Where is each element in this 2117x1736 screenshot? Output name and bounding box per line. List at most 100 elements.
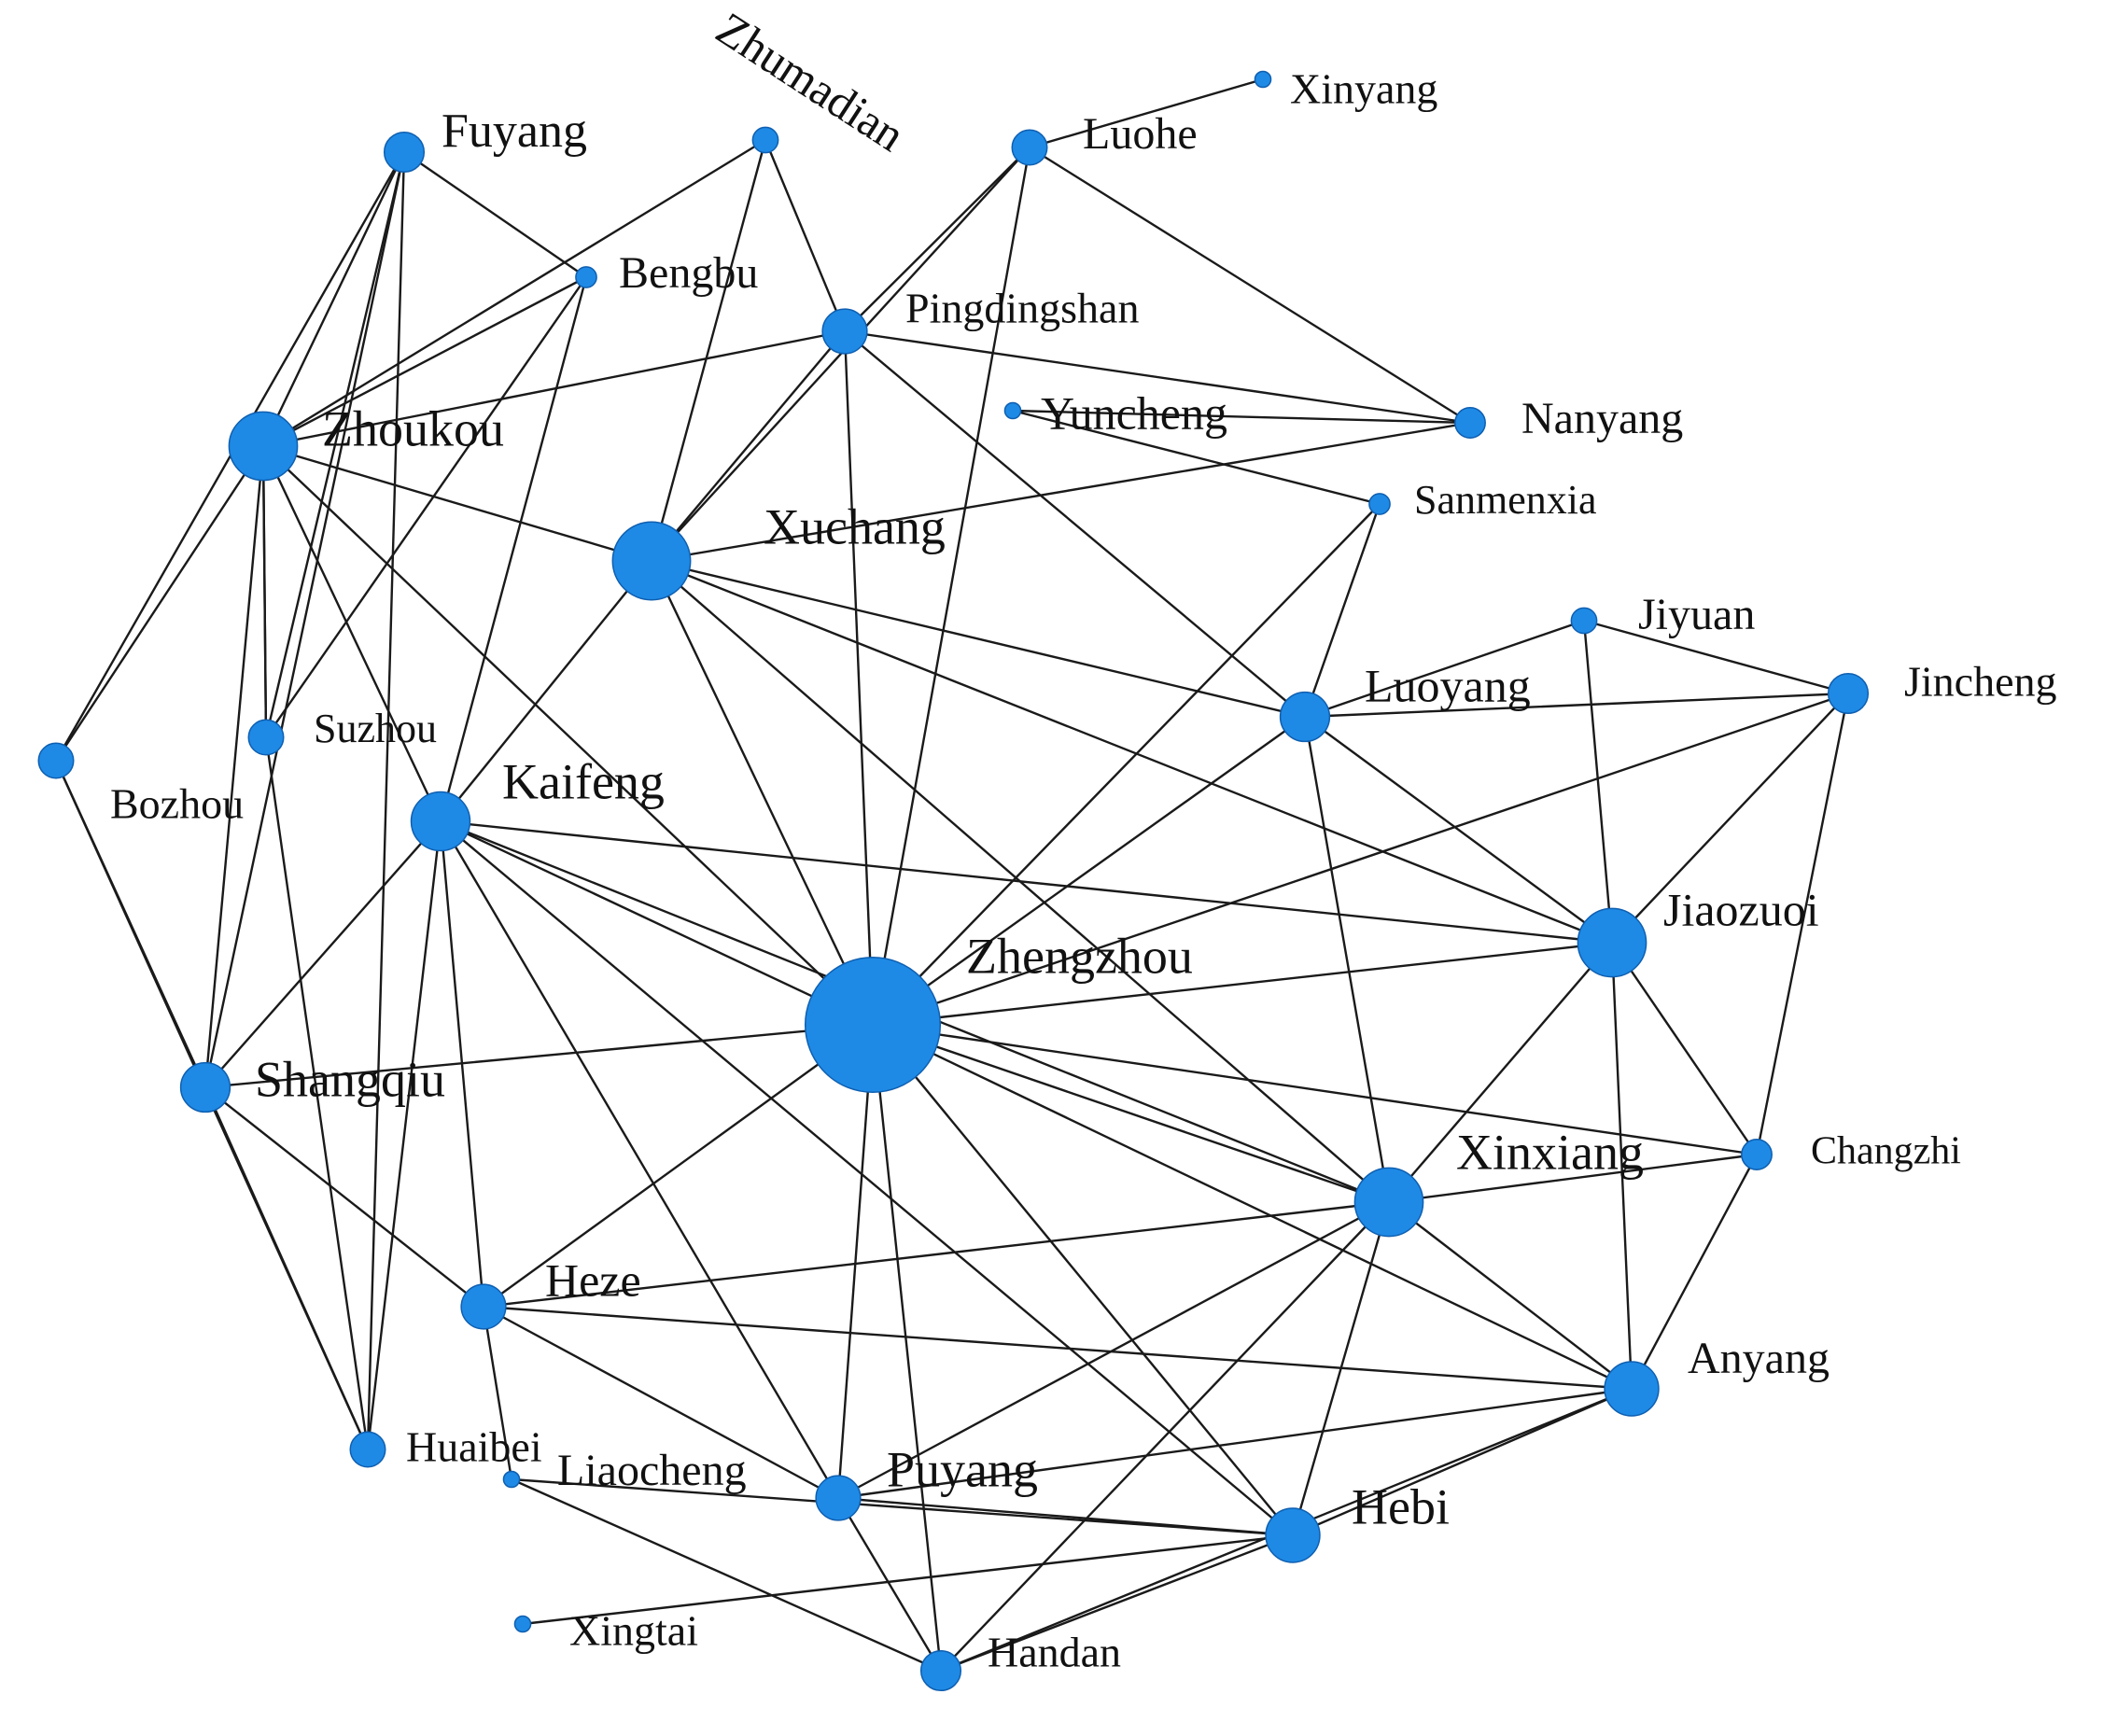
- node-pingdingshan: [821, 308, 868, 355]
- edge-xinxiang-jiaozuo: [1387, 941, 1614, 1204]
- label-hebi: Hebi: [1352, 1478, 1450, 1534]
- edge-kaifeng-heze: [439, 819, 485, 1309]
- label-bozhou: Bozhou: [110, 780, 244, 828]
- edge-zhengzhou-hebi: [871, 1023, 1295, 1537]
- edge-zhoukou-shangqiu: [203, 444, 265, 1089]
- label-xinyang: Xinyang: [1290, 65, 1437, 113]
- label-zhengzhou: Zhengzhou: [966, 928, 1193, 984]
- edge-jiaozuo-luoyang: [1303, 715, 1614, 945]
- edge-fuyang-suzhou: [264, 150, 406, 739]
- edge-xuchang-jiaozuo: [650, 559, 1614, 945]
- node-sanmenxia: [1368, 493, 1391, 515]
- edge-zhengzhou-handan: [871, 1023, 943, 1673]
- edge-suzhou-huaibei: [264, 735, 370, 1451]
- edge-suzhou-zhoukou: [261, 444, 268, 739]
- node-xinyang: [1254, 70, 1272, 89]
- edge-zhoukou-pingdingshan: [261, 329, 847, 448]
- node-bengbu: [575, 266, 597, 288]
- label-handan: Handan: [988, 1629, 1121, 1676]
- node-shangqiu: [179, 1061, 231, 1113]
- edge-handan-xinxiang: [939, 1200, 1391, 1673]
- label-pingdingshan: Pingdingshan: [905, 285, 1139, 332]
- edge-xuchang-nanyang: [650, 421, 1472, 563]
- nodes-layer: [37, 70, 1870, 1692]
- node-zhoukou: [228, 411, 299, 482]
- label-nanyang: Nanyang: [1521, 394, 1683, 443]
- node-nanyang: [1454, 407, 1486, 439]
- edge-zhengzhou-xuchang: [650, 559, 875, 1027]
- label-zhoukou: Zhoukou: [322, 400, 504, 456]
- node-changzhi: [1741, 1139, 1773, 1170]
- label-luoyang: Luoyang: [1365, 659, 1531, 711]
- edge-puyang-xinxiang: [836, 1200, 1391, 1500]
- edge-puyang-anyang: [836, 1387, 1633, 1500]
- edge-hebi-xingtai: [521, 1533, 1295, 1626]
- label-shangqiu: Shangqiu: [255, 1051, 445, 1107]
- edges-layer: [54, 77, 1850, 1673]
- node-hebi: [1265, 1507, 1321, 1563]
- edge-heze-xinxiang: [482, 1200, 1391, 1309]
- label-yuncheng: Yuncheng: [1041, 386, 1227, 439]
- edge-luoyang-jiyuan: [1303, 619, 1586, 719]
- node-liaocheng: [502, 1470, 521, 1489]
- node-anyang: [1604, 1361, 1660, 1417]
- node-fuyang: [383, 131, 426, 174]
- edge-zhoukou-bozhou: [54, 444, 265, 763]
- node-zhengzhou: [804, 956, 942, 1094]
- edge-heze-anyang: [482, 1305, 1633, 1391]
- edge-zhengzhou-changzhi: [871, 1023, 1759, 1156]
- edge-zhengzhou-luoyang: [871, 715, 1307, 1027]
- node-xuchang: [611, 521, 692, 601]
- edge-xinxiang-anyang: [1387, 1200, 1633, 1391]
- edge-nanyang-luohe: [1028, 146, 1472, 425]
- edge-zhengzhou-jincheng: [871, 692, 1850, 1027]
- edge-shangqiu-huaibei: [203, 1085, 370, 1451]
- label-huaibei: Huaibei: [406, 1423, 542, 1471]
- edge-kaifeng-jiaozuo: [439, 819, 1614, 945]
- edge-zhengzhou-xinxiang: [871, 1023, 1391, 1204]
- edge-luoyang-jincheng: [1303, 692, 1850, 719]
- label-xingtai: Xingtai: [569, 1607, 698, 1655]
- label-puyang: Puyang: [887, 1441, 1038, 1497]
- edge-luoyang-pingdingshan: [843, 329, 1307, 719]
- edge-zhengzhou-puyang: [836, 1023, 875, 1500]
- edge-zhoukou-kaifeng: [261, 444, 442, 823]
- edge-jiaozuo-jiyuan: [1582, 619, 1614, 945]
- edge-zhengzhou-shangqiu: [203, 1023, 875, 1089]
- label-xuchang: Xuchang: [764, 498, 946, 554]
- edge-zhengzhou-sanmenxia: [871, 502, 1381, 1027]
- edge-puyang-handan: [836, 1496, 943, 1673]
- label-liaocheng: Liaocheng: [557, 1446, 747, 1495]
- edge-xuchang-pingdingshan: [650, 329, 847, 563]
- edge-handan-liaocheng: [510, 1477, 943, 1673]
- edge-zhengzhou-jiaozuo: [871, 941, 1614, 1027]
- edge-zhengzhou-zhoukou: [261, 444, 875, 1027]
- label-fuyang: Fuyang: [442, 105, 587, 158]
- edge-luoyang-sanmenxia: [1303, 502, 1381, 719]
- edge-luohe-xinyang: [1028, 77, 1265, 149]
- label-xinxiang: Xinxiang: [1456, 1124, 1644, 1180]
- label-changzhi: Changzhi: [1811, 1130, 1961, 1173]
- edge-sanmenxia-yuncheng: [1011, 409, 1381, 506]
- edge-zhoukou-fuyang: [261, 150, 406, 448]
- label-luohe: Luohe: [1083, 109, 1198, 159]
- edge-xuchang-zhoukou: [261, 444, 653, 563]
- edge-xinxiang-changzhi: [1387, 1153, 1759, 1204]
- edge-changzhi-anyang: [1630, 1153, 1759, 1391]
- label-anyang: Anyang: [1688, 1334, 1830, 1383]
- label-jincheng: Jincheng: [1904, 658, 2057, 706]
- edge-jiaozuo-changzhi: [1610, 941, 1759, 1156]
- label-zhumadian: Zhumadian: [708, 2, 914, 161]
- edge-fuyang-bengbu: [402, 150, 588, 279]
- edge-nanyang-pingdingshan: [843, 329, 1472, 425]
- node-huaibei: [349, 1431, 386, 1468]
- label-jiaozuo: Jiaozuoi: [1663, 883, 1819, 935]
- node-heze: [460, 1283, 507, 1330]
- node-kaifeng: [410, 791, 471, 852]
- edge-hebi-liaocheng: [510, 1477, 1295, 1537]
- edge-fuyang-shangqiu: [203, 150, 406, 1089]
- node-luohe: [1011, 129, 1048, 166]
- edge-hebi-anyang: [1291, 1387, 1633, 1537]
